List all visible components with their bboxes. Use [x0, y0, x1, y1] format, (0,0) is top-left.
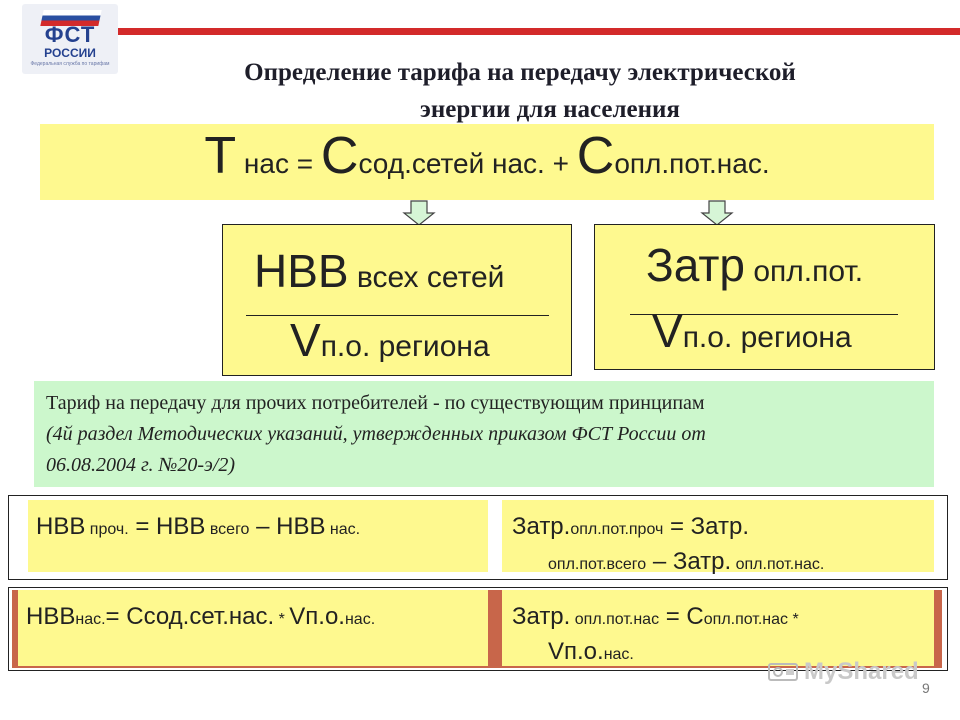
- down-arrow-icon: [700, 200, 734, 226]
- formula-panel: [40, 124, 934, 200]
- fraction-zatr-denominator: Vп.о. региона: [652, 304, 852, 358]
- term-sub: всего: [205, 521, 250, 538]
- main-formula: Т нас = Ссод.сетей нас. + Сопл.пот.нас.: [40, 126, 934, 186]
- info-line-3: 06.08.2004 г. №20-э/2): [46, 454, 236, 476]
- row-frame-2: [8, 587, 948, 671]
- term: Vп.о.: [289, 603, 345, 630]
- projector-icon: [768, 663, 798, 681]
- fraction-nvv-numerator: НВВ всех сетей: [254, 244, 504, 298]
- title-line-2: энергии для населения: [420, 96, 680, 123]
- row1-right-formula-line2: опл.пот.всего – Затр. опл.пот.нас.: [548, 548, 824, 576]
- down-arrow-icon: [402, 200, 436, 226]
- nvv-label: НВВ: [254, 245, 349, 297]
- formula-c2: С: [576, 127, 615, 185]
- row2-right-formula-line2: Vп.о.нас.: [548, 638, 634, 666]
- formula-c1-sub: сод.сетей нас.: [358, 148, 545, 179]
- term: = С: [659, 603, 704, 630]
- slide-title: Определение тарифа на передачу электриче…: [120, 54, 920, 128]
- term: НВВ: [26, 603, 76, 630]
- term: НВВ: [36, 513, 86, 540]
- fst-logo: ФСТ РОССИИ Федеральная служба по тарифам: [22, 4, 118, 74]
- info-line-2: (4й раздел Методических указаний, утверж…: [46, 423, 706, 445]
- info-line-1: Тариф на передачу для прочих потребителе…: [46, 392, 705, 414]
- fraction-zatr-numerator: Затр опл.пот.: [646, 238, 863, 292]
- term-sub: нас.: [603, 646, 634, 663]
- term-sub: нас.: [75, 611, 106, 628]
- term: – Затр.: [646, 548, 732, 575]
- v-label: V: [652, 305, 683, 357]
- v-sub: п.о. региона: [682, 321, 852, 354]
- formula-c1: С: [320, 127, 359, 185]
- formula-plus: +: [544, 148, 577, 179]
- zatr-sub: опл.пот.: [745, 255, 864, 288]
- row2-right-formula-line1: Затр. опл.пот.нас = Сопл.пот.нас *: [512, 603, 799, 631]
- fraction-nvv-denominator: Vп.о. региона: [290, 313, 490, 367]
- term-sub: *: [274, 611, 290, 628]
- logo-caption: Федеральная служба по тарифам: [30, 61, 110, 67]
- term-sub: опл.пот.нас: [703, 611, 789, 628]
- term-sub: опл.пот.нас.: [731, 556, 825, 573]
- row-frame-1: [8, 495, 948, 580]
- info-text: Тариф на передачу для прочих потребителе…: [46, 388, 926, 481]
- term-sub: проч.: [85, 521, 129, 538]
- term-sub: нас.: [325, 521, 361, 538]
- header-red-line: [118, 28, 960, 35]
- row2-right-cell: [502, 590, 934, 666]
- myshared-watermark: MyShared: [766, 656, 926, 690]
- term: Vп.о.: [548, 638, 604, 665]
- v-sub: п.о. региона: [320, 330, 490, 363]
- fraction-nvv-box: [222, 224, 572, 376]
- row1-left-formula: НВВ проч. = НВВ всего – НВВ нас.: [36, 513, 360, 541]
- info-panel: [34, 381, 934, 487]
- logo-text-russia: РОССИИ: [44, 46, 96, 60]
- term-sub: опл.пот.проч: [570, 521, 664, 538]
- formula-t: Т: [204, 127, 237, 185]
- row1-left-cell: [28, 500, 488, 572]
- term-sub: *: [788, 611, 799, 628]
- formula-t-sub: нас: [236, 148, 289, 179]
- fraction-zatr-box: [594, 224, 935, 370]
- page-number: 9: [922, 680, 930, 696]
- watermark-text: MyShared: [804, 658, 919, 685]
- title-line-1: Определение тарифа на передачу электриче…: [244, 59, 796, 86]
- term-sub: опл.пот.всего: [548, 556, 647, 573]
- logo-text-fst: ФСТ: [44, 22, 96, 47]
- formula-c2-sub: опл.пот.нас.: [614, 148, 770, 179]
- formula-eq: =: [288, 148, 321, 179]
- term: = Ссод.сет.нас.: [105, 603, 275, 630]
- row1-right-cell: [502, 500, 934, 572]
- term: = Затр.: [663, 513, 750, 540]
- term: – НВВ: [249, 513, 326, 540]
- term: Затр.: [512, 513, 571, 540]
- v-label: V: [290, 314, 321, 366]
- row2-left-cell: [18, 590, 488, 666]
- zatr-label: Затр: [646, 239, 746, 291]
- term: = НВВ: [128, 513, 206, 540]
- term-sub: нас.: [344, 611, 376, 628]
- nvv-sub: всех сетей: [348, 261, 505, 294]
- term: Затр.: [512, 603, 571, 630]
- row1-right-formula-line1: Затр.опл.пот.проч = Затр.: [512, 513, 749, 541]
- term-sub: опл.пот.нас: [570, 611, 660, 628]
- fraction-line: [630, 314, 898, 315]
- fraction-line: [246, 315, 549, 316]
- row2-left-formula: НВВнас.= Ссод.сет.нас. * Vп.о.нас.: [26, 603, 375, 631]
